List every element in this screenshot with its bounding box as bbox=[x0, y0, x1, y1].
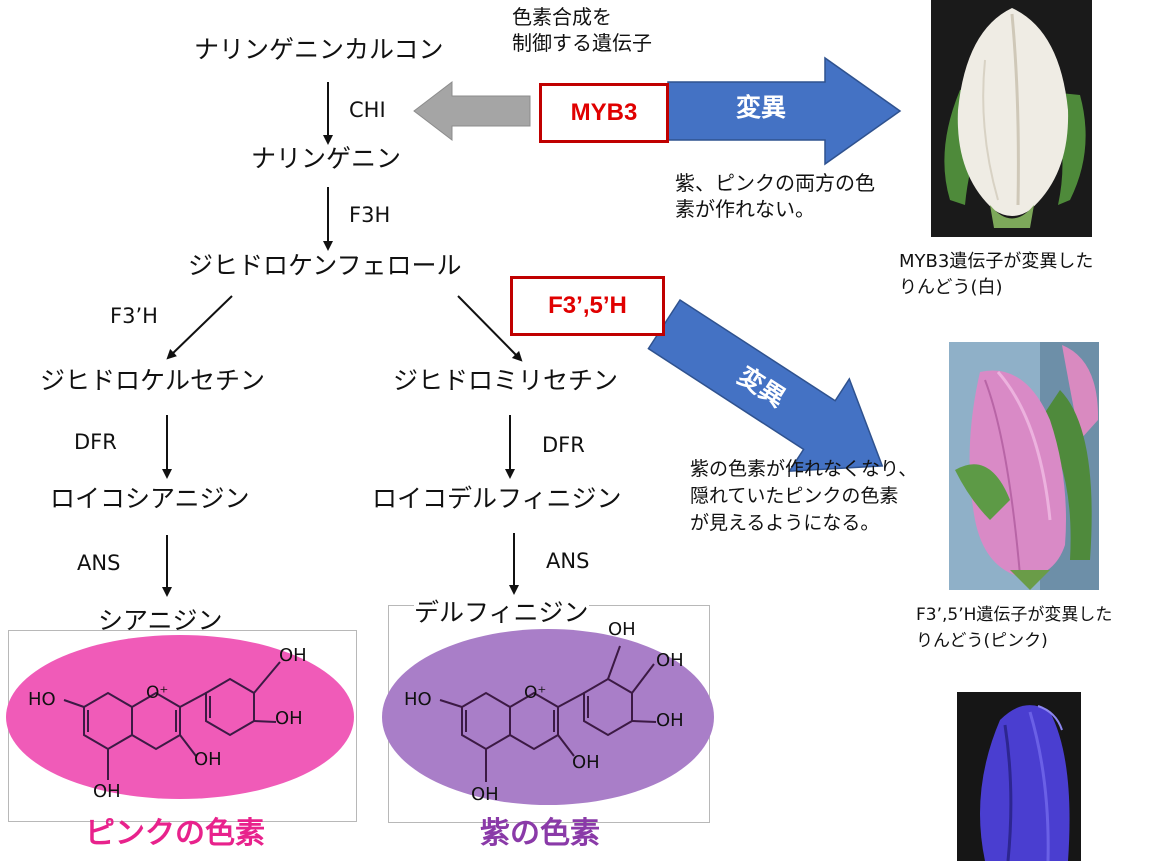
enzyme-f3h: F3H bbox=[349, 203, 391, 227]
pink-gentian-photo bbox=[949, 342, 1099, 590]
cyanidin-skeleton bbox=[63, 661, 281, 780]
delphinidin-oh-top1: OH bbox=[608, 619, 636, 640]
enzyme-ans-left: ANS bbox=[77, 551, 121, 575]
regulator-note-line1: 色素合成を bbox=[512, 5, 612, 29]
purple-pigment-ellipse bbox=[382, 629, 714, 805]
enzyme-dfr-left: DFR bbox=[74, 430, 117, 454]
myb3-effect-line2: 素が作れない。 bbox=[675, 197, 815, 221]
enzyme-f3prime-h: F3’H bbox=[110, 304, 158, 328]
white-gentian-photo bbox=[931, 0, 1092, 237]
enzyme-dfr-right: DFR bbox=[542, 433, 585, 457]
cyanidin-ho-left: HO bbox=[28, 689, 56, 710]
arrow-f3prime-h bbox=[166, 295, 233, 360]
regulator-note-line2: 制御する遺伝子 bbox=[512, 31, 652, 55]
cyanidin-oh-top2: OH bbox=[275, 708, 303, 729]
delphinidin-oh-mid: OH bbox=[572, 752, 600, 773]
node-naringenin-chalcone: ナリンゲニンカルコン bbox=[194, 35, 444, 64]
mutation-arrow-1 bbox=[667, 56, 902, 166]
f35h-effect-line3: が見えるようになる。 bbox=[690, 512, 880, 534]
cyanidin-oh-top1: OH bbox=[279, 645, 307, 666]
mutation-label-1: 変異 bbox=[736, 93, 787, 122]
arrow-to-dihydromyricetin bbox=[457, 295, 523, 362]
node-naringenin: ナリンゲニン bbox=[251, 144, 402, 173]
pink-pigment-label: ピンクの色素 bbox=[85, 816, 265, 851]
cyanidin-oxonium: O⁺ bbox=[146, 683, 169, 703]
node-leucodelphinidin: ロイコデルフィニジン bbox=[372, 484, 622, 513]
node-dihydromyricetin: ジヒドロミリセチン bbox=[393, 366, 619, 395]
f35h-effect-line2: 隠れていたピンクの色素 bbox=[690, 485, 899, 507]
enzyme-chi: CHI bbox=[349, 98, 386, 122]
myb3-effect-line1: 紫、ピンクの両方の色 bbox=[675, 171, 875, 195]
blue-gentian-photo bbox=[957, 692, 1081, 861]
node-dihydrokaempferol: ジヒドロケンフェロール bbox=[188, 251, 462, 280]
delphinidin-oh-top2: OH bbox=[656, 650, 684, 671]
node-delphinidin: デルフィニジン bbox=[414, 598, 589, 628]
purple-pigment-label: 紫の色素 bbox=[480, 816, 600, 851]
pink-caption-line1: F3’,5’H遺伝子が変異した bbox=[916, 605, 1113, 625]
gray-regulation-arrow bbox=[413, 80, 531, 142]
white-caption-line2: りんどう(白) bbox=[899, 277, 1003, 298]
delphinidin-oh-top3: OH bbox=[656, 710, 684, 731]
delphinidin-oh-bottom: OH bbox=[471, 784, 499, 805]
pink-caption-line2: りんどう(ピンク) bbox=[916, 631, 1048, 651]
f35h-gene-box: F3’,5’H bbox=[510, 276, 665, 336]
delphinidin-oxonium: O⁺ bbox=[524, 683, 547, 703]
cyanidin-oh-bottom: OH bbox=[93, 781, 121, 802]
enzyme-ans-right: ANS bbox=[546, 549, 590, 573]
f35h-effect-line1: 紫の色素が作れなくなり、 bbox=[690, 458, 918, 480]
delphinidin-ho-left: HO bbox=[404, 689, 432, 710]
node-leucocyanidin: ロイコシアニジン bbox=[50, 484, 250, 513]
delphinidin-skeleton bbox=[439, 645, 657, 782]
myb3-gene-box: MYB3 bbox=[539, 83, 669, 143]
node-dihydroquercetin: ジヒドロケルセチン bbox=[40, 366, 266, 395]
cyanidin-oh-mid: OH bbox=[194, 749, 222, 770]
white-caption-line1: MYB3遺伝子が変異した bbox=[899, 251, 1094, 272]
mutation-arrow-2 bbox=[647, 298, 884, 473]
